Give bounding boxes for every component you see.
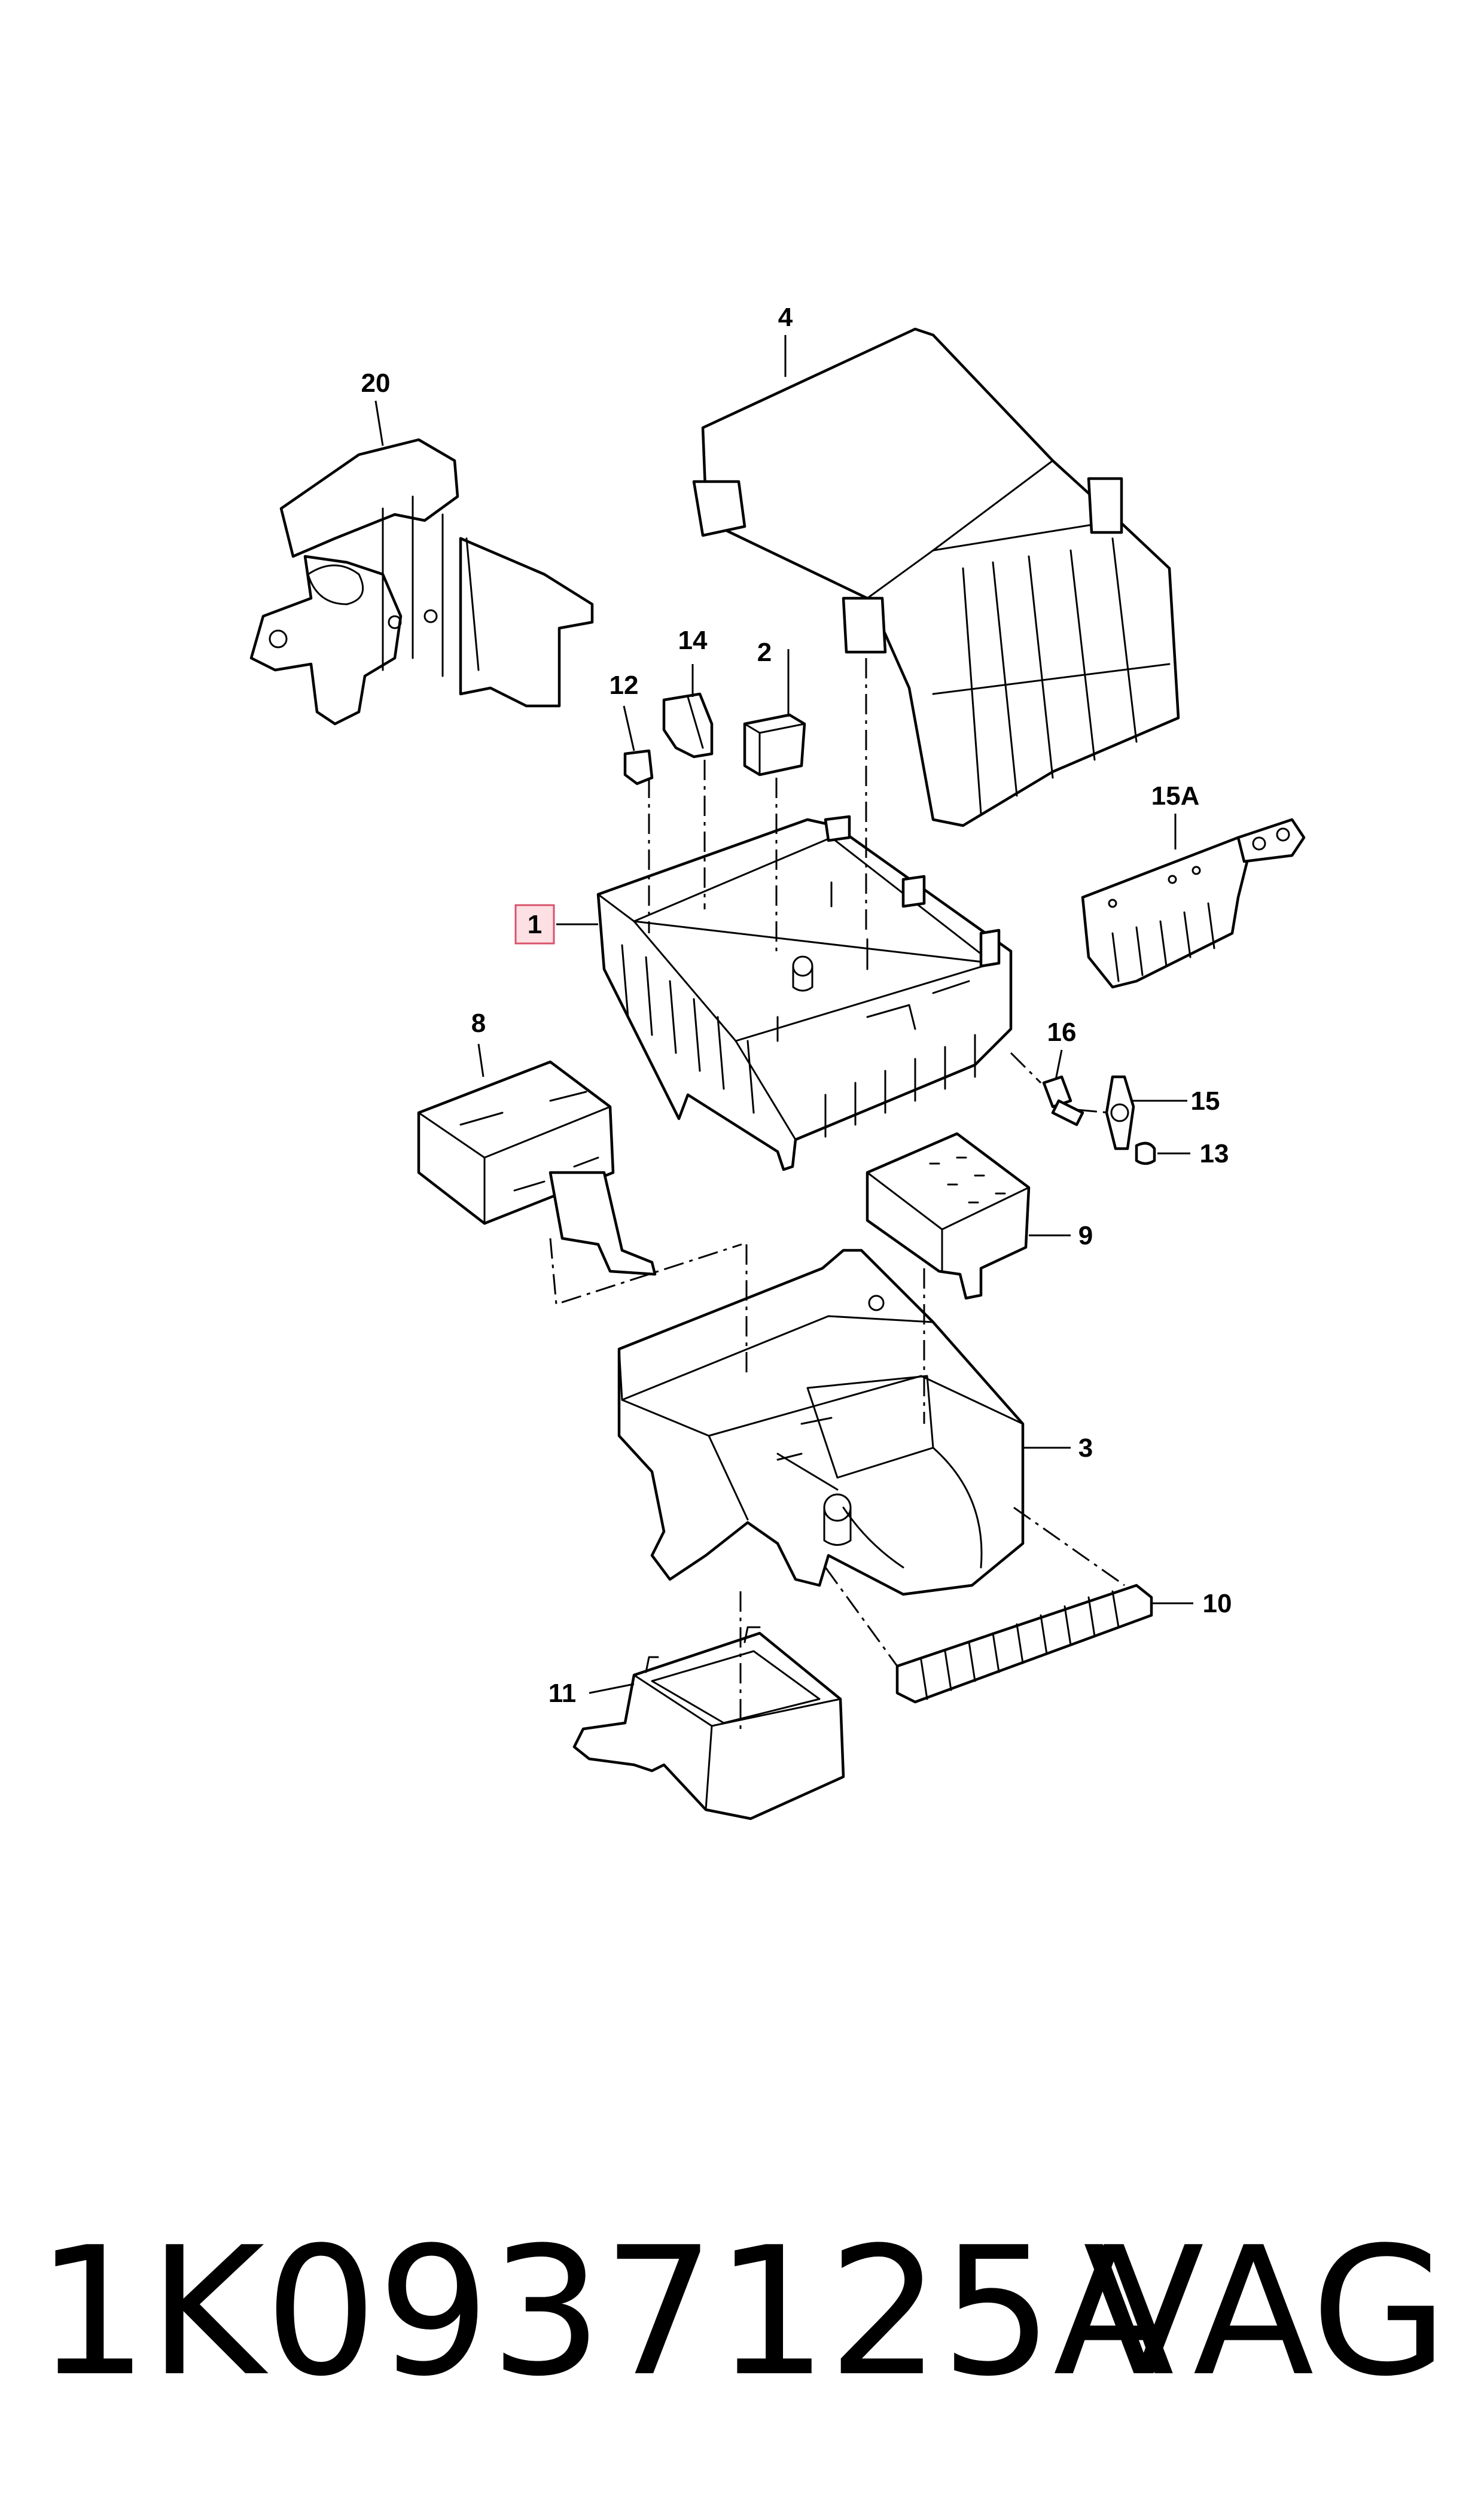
callout-16[interactable]: 16 — [1047, 1018, 1077, 1047]
part-12-fuse — [623, 749, 654, 785]
part-2-relay — [743, 713, 806, 777]
assembly-lines — [549, 658, 1125, 1729]
part-number-text: 1K0937125A — [36, 2209, 1175, 2415]
callout-2[interactable]: 2 — [757, 638, 772, 667]
brand-text: VAG — [1083, 2209, 1448, 2415]
callout-15[interactable]: 15 — [1191, 1086, 1220, 1116]
callout-3[interactable]: 3 — [1078, 1433, 1093, 1463]
callout-labels: 4 20 14 2 12 15A 1 8 16 15 13 9 3 10 11 — [361, 303, 1232, 1708]
part-9-relay-holder — [866, 1132, 1031, 1300]
footer: 1K0937125A VAG — [0, 2213, 1484, 2411]
part-15-nut — [1105, 1075, 1135, 1150]
part-3-lower-housing — [617, 1249, 1025, 1596]
callout-10[interactable]: 10 — [1203, 1589, 1232, 1618]
callout-20[interactable]: 20 — [361, 369, 391, 398]
callout-12[interactable]: 12 — [610, 671, 639, 700]
callout-4[interactable]: 4 — [778, 303, 793, 332]
part-1-fuse-box — [596, 815, 1013, 1171]
callout-1[interactable]: 1 — [528, 910, 542, 939]
callout-11[interactable]: 11 — [548, 1679, 577, 1708]
part-15a-busbar — [1081, 818, 1306, 989]
part-4-cover — [692, 327, 1180, 827]
part-13-cap — [1135, 1141, 1156, 1165]
leader-lines — [374, 335, 1193, 1694]
callout-13[interactable]: 13 — [1200, 1139, 1229, 1168]
part-14-fuse — [662, 692, 714, 759]
part-10-clip-strip — [895, 1584, 1153, 1704]
part-16-bolt — [1042, 1075, 1084, 1126]
part-8-cover — [417, 1060, 657, 1276]
callout-8[interactable]: 8 — [471, 1009, 486, 1038]
callout-15a[interactable]: 15A — [1151, 781, 1200, 811]
part-11-bottom-tray — [572, 1626, 845, 1820]
part-20-bracket — [249, 438, 594, 726]
callout-9[interactable]: 9 — [1078, 1221, 1093, 1250]
callout-14[interactable]: 14 — [678, 626, 708, 655]
callout-1-highlight-box — [514, 904, 555, 945]
